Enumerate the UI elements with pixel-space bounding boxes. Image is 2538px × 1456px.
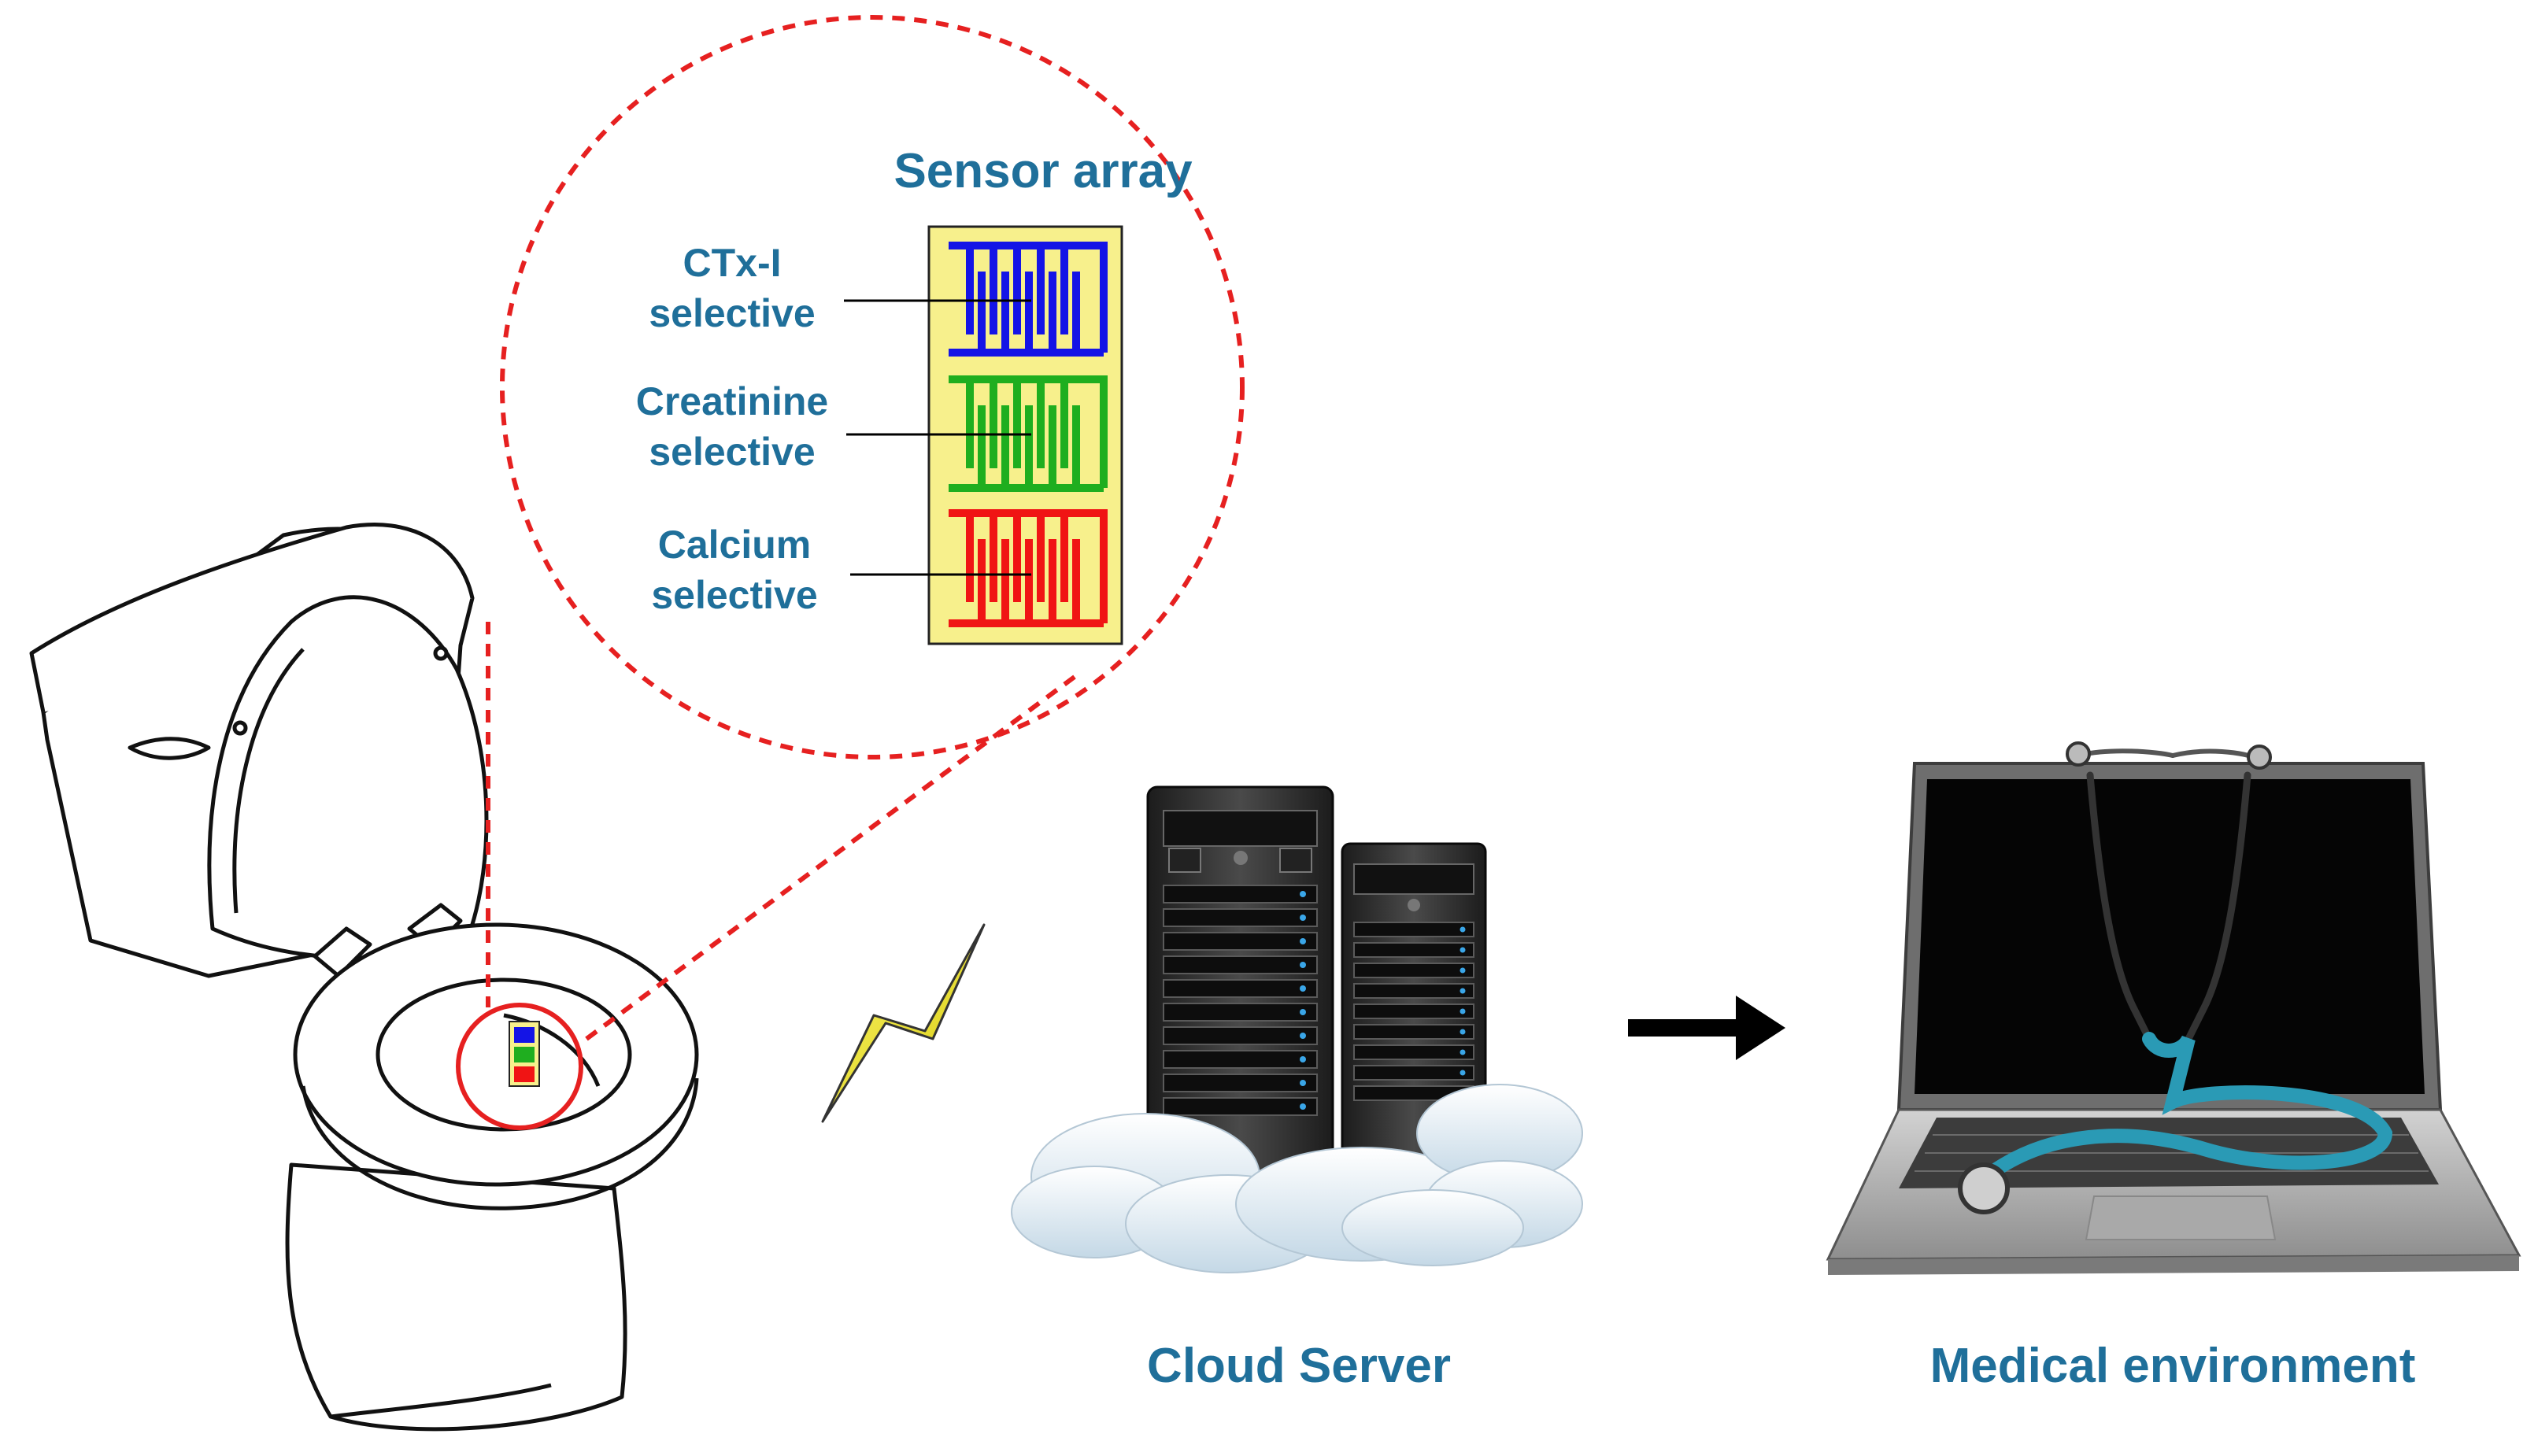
toilet-icon xyxy=(29,523,699,1432)
laptop-icon xyxy=(1826,762,2521,1275)
sensor-array-title: Sensor array xyxy=(893,144,1193,198)
zoom-callout xyxy=(486,15,1245,1041)
calcium-sensor-label-line1: Calcium xyxy=(657,523,812,567)
creatinine-sensor-label-line2: selective xyxy=(649,430,816,474)
medical-environment-label: Medical environment xyxy=(1929,1339,2416,1393)
cloud-icon xyxy=(1011,1084,1583,1273)
calcium-sensor-label-line2: selective xyxy=(651,573,818,617)
arrow-right-icon xyxy=(1628,996,1785,1060)
calcium-sensor-label: Calcium selective xyxy=(605,519,864,620)
sensor-leader-lines xyxy=(844,299,1031,576)
cloud-server-label: Cloud Server xyxy=(1147,1339,1451,1393)
ctx-sensor-label-line2: selective xyxy=(649,291,816,335)
ctx-sensor-label: CTx-I selective xyxy=(602,238,862,338)
sensor-array-panel xyxy=(844,225,1123,645)
ctx-sensor-label-line1: CTx-I xyxy=(683,241,782,285)
calcium-electrode xyxy=(949,509,1108,627)
ctx-electrode xyxy=(949,242,1108,357)
lightning-bolt-icon xyxy=(821,923,986,1123)
bowl-sensor-highlight xyxy=(456,1003,583,1130)
creatinine-electrode xyxy=(949,375,1108,492)
creatinine-sensor-label: Creatinine selective xyxy=(602,376,862,477)
stethoscope-icon xyxy=(1958,741,2393,1214)
server-rack-icon xyxy=(1146,785,1487,1184)
creatinine-sensor-label-line1: Creatinine xyxy=(635,379,829,423)
